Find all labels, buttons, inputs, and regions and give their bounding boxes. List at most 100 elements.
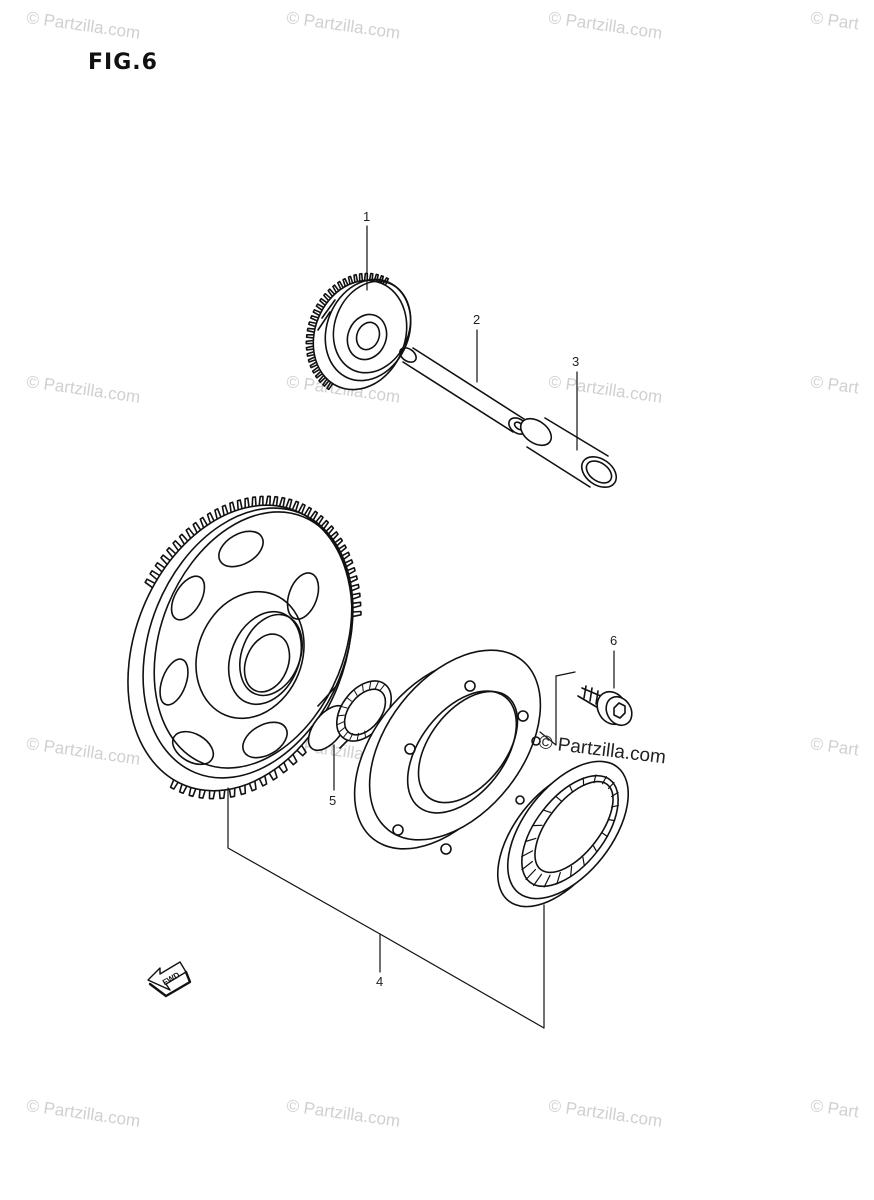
idle-gear-shaft-part-2: [399, 347, 528, 435]
gear-tooth: [149, 570, 161, 581]
gear-tooth: [327, 288, 336, 298]
gear-tooth: [285, 498, 293, 510]
gear-tooth: [309, 361, 319, 369]
gear-tooth: [192, 521, 202, 534]
gear-tooth: [166, 546, 177, 559]
gear-tooth: [291, 500, 300, 512]
gear-tooth: [307, 356, 317, 363]
spacer-part-3: [519, 417, 618, 489]
clutch-roller: [521, 850, 534, 858]
needle-roller: [362, 684, 364, 692]
gear-tooth: [342, 277, 349, 288]
gear-tooth: [347, 275, 354, 285]
part-number-label: 5: [329, 793, 336, 808]
needle-roller: [347, 697, 352, 702]
gear-tooth: [373, 273, 379, 283]
gear-tooth: [265, 495, 272, 507]
gear-tooth: [337, 280, 344, 290]
gear-tooth: [248, 780, 257, 792]
clutch-roller: [524, 837, 537, 843]
gear-tooth: [272, 495, 279, 507]
socket-bolt-part-6: [577, 685, 633, 727]
gear-tooth: [342, 559, 354, 569]
gear-tooth: [332, 284, 340, 294]
part-number-label: 4: [376, 974, 383, 989]
needle-roller: [354, 690, 358, 696]
gear-tooth: [258, 775, 268, 787]
gear-tooth: [206, 512, 215, 524]
gear-tooth: [319, 519, 330, 531]
clutch-roller: [607, 781, 615, 790]
needle-roller: [356, 732, 359, 741]
leader-lines: [227, 225, 615, 1029]
gear-tooth: [278, 496, 286, 508]
gear-tooth: [324, 525, 335, 536]
gear-tooth: [251, 496, 257, 508]
one-way-clutch: [496, 760, 630, 908]
clutch-roller: [525, 868, 537, 881]
gear-tooth: [268, 768, 278, 781]
gear-tooth: [287, 753, 298, 766]
gear-tooth: [336, 544, 347, 555]
gear-tooth: [303, 506, 313, 518]
needle-roller: [374, 681, 379, 689]
gear-tooth: [305, 339, 315, 345]
clutch-roller: [542, 809, 552, 814]
gear-tooth: [305, 345, 315, 351]
gear-tooth: [311, 366, 321, 374]
fwd-direction-arrow-icon: [147, 961, 192, 998]
gear-tooth: [218, 789, 226, 800]
gear-tooth: [351, 610, 362, 618]
gear-tooth: [228, 787, 236, 798]
gear-tooth: [199, 516, 209, 529]
gear-tooth: [297, 503, 306, 515]
gear-tooth: [332, 537, 344, 548]
gear-tooth: [306, 327, 316, 333]
gear-tooth: [310, 315, 320, 322]
gear-tooth: [350, 592, 361, 601]
clutch-roller: [532, 873, 543, 887]
starter-clutch-gear-part-4: [127, 495, 362, 800]
part-number-label: 1: [363, 209, 370, 224]
gear-tooth: [198, 788, 206, 799]
needle-roller: [341, 706, 348, 709]
gear-tooth: [258, 495, 264, 507]
clutch-roller: [610, 804, 619, 808]
gear-tooth: [326, 381, 334, 391]
clutch-roller: [607, 818, 616, 822]
gear-tooth: [244, 497, 250, 509]
gear-tooth: [178, 783, 188, 794]
needle-roller: [338, 714, 345, 717]
needle-roller: [339, 726, 346, 733]
clutch-roller: [582, 856, 585, 867]
clutch-roller: [601, 775, 608, 785]
gear-tooth: [229, 501, 236, 514]
clutch-roller: [521, 860, 534, 871]
needle-roller: [379, 684, 385, 691]
gear-tooth: [308, 321, 318, 328]
gear-tooth: [345, 567, 356, 576]
gear-tooth: [296, 744, 307, 757]
clutch-roller: [543, 874, 551, 888]
gear-tooth: [305, 334, 315, 339]
needle-roller: [369, 681, 372, 690]
clutch-roller: [601, 832, 608, 838]
gear-tooth: [322, 378, 330, 387]
gear-tooth: [358, 272, 364, 282]
gear-tooth: [315, 303, 325, 311]
gear-tooth: [319, 297, 328, 307]
gear-tooth: [169, 779, 179, 790]
part-number-label: 3: [572, 354, 579, 369]
part-number-label: 2: [473, 312, 480, 327]
gear-tooth: [353, 273, 359, 284]
gear-tooth: [312, 309, 322, 317]
gear-tooth: [339, 551, 351, 562]
gear-tooth: [221, 504, 229, 517]
gear-tooth: [368, 272, 374, 282]
gear-tooth: [172, 540, 183, 552]
gear-tooth: [318, 374, 327, 383]
clutch-roller: [592, 844, 598, 853]
gear-tooth: [323, 292, 332, 302]
clutch-roller: [610, 791, 619, 798]
